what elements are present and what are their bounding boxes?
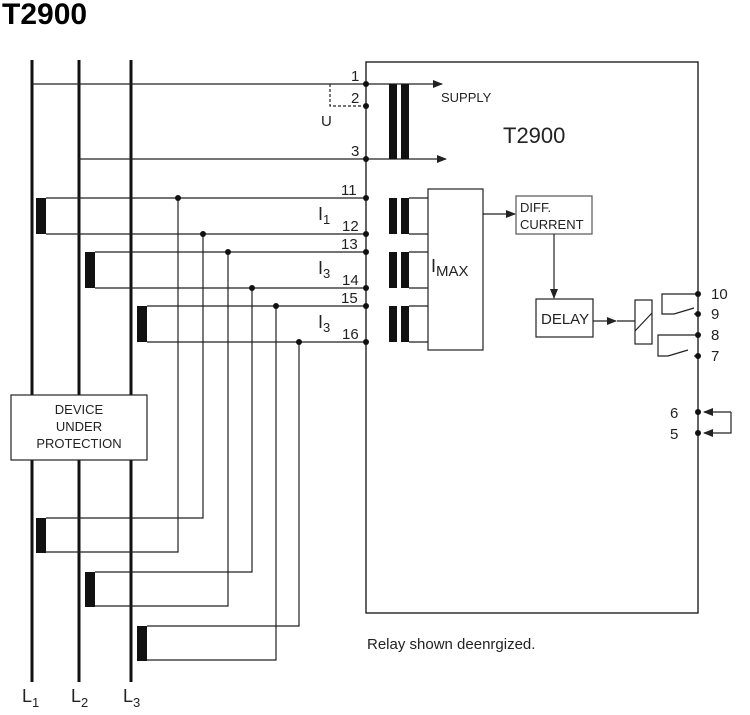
terminal-2: 2 (351, 90, 359, 107)
voltage-label: U (321, 113, 332, 130)
delay-label: DELAY (541, 311, 589, 328)
terminal-14: 14 (342, 272, 359, 289)
terminal-3: 3 (351, 143, 359, 160)
diff-current-block (515, 195, 593, 235)
supply-wiring (32, 80, 447, 163)
device-label-line2: UNDER (56, 419, 102, 434)
device-under-protection (10, 394, 148, 461)
label-l2: L2 (71, 686, 88, 710)
terminal-9: 9 (711, 306, 719, 323)
device-label-line1: DEVICE (55, 402, 104, 417)
label-l3: L3 (123, 686, 140, 710)
relay-contacts (657, 293, 698, 357)
relay-coil (617, 299, 653, 345)
current-transformers (36, 198, 147, 661)
supply-label: SUPPLY (441, 90, 492, 105)
supply-transformer-secondary (401, 84, 409, 159)
diff-current-line1: DIFF. (520, 200, 551, 215)
current-input-label-1: I1 (318, 204, 330, 227)
junction-dots (175, 195, 302, 345)
phase-conductors (30, 60, 133, 682)
imax-label: IMAX (431, 256, 469, 280)
device-label-line3: PROTECTION (36, 436, 121, 451)
terminal-8: 8 (711, 327, 719, 344)
left-terminals (363, 81, 369, 345)
terminal-13: 13 (341, 236, 358, 253)
relay-state-note: Relay shown deenrgized. (367, 636, 535, 653)
terminal-5-6-link (703, 408, 732, 437)
terminal-12: 12 (342, 218, 359, 235)
input-transformers (389, 198, 409, 342)
relay-name: T2900 (503, 123, 565, 148)
transformer-to-imax (409, 197, 428, 343)
terminal-7: 7 (711, 348, 719, 365)
page-title: T2900 (2, 0, 88, 31)
current-input-label-3: I3 (318, 312, 330, 335)
terminal-1: 1 (351, 68, 359, 85)
current-input-label-2: I3 (318, 258, 330, 281)
delay-block (535, 298, 594, 338)
diff-current-line2: CURRENT (520, 217, 584, 232)
imax-block (427, 188, 484, 351)
terminal-10: 10 (711, 286, 728, 303)
terminal-6: 6 (670, 405, 678, 422)
label-l1: L1 (22, 686, 39, 710)
right-terminals (695, 291, 701, 436)
supply-transformer-primary (389, 84, 397, 159)
terminal-5: 5 (670, 426, 678, 443)
terminal-15: 15 (341, 290, 358, 307)
terminal-11: 11 (341, 182, 357, 199)
terminal-16: 16 (342, 326, 359, 343)
